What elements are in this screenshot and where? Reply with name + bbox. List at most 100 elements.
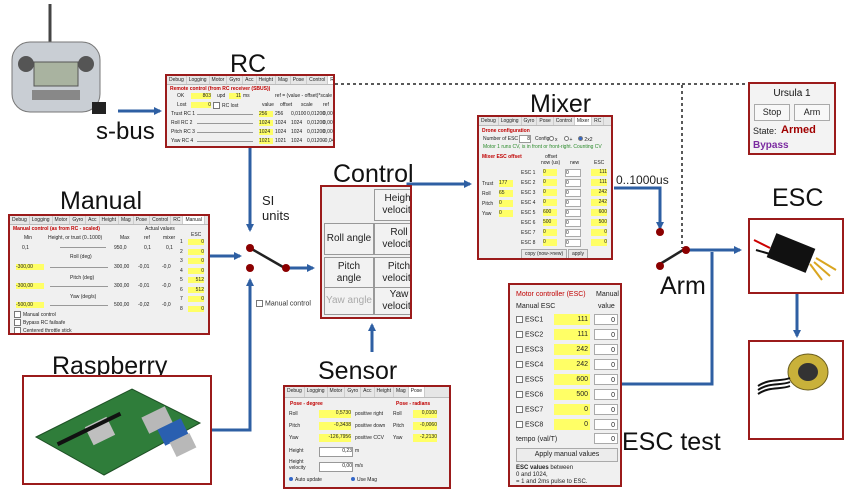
- tab-debug[interactable]: Debug: [10, 216, 30, 224]
- mixer-apply-button[interactable]: apply: [568, 249, 588, 259]
- mixer-esc-new[interactable]: 0: [565, 229, 581, 237]
- tab-logging[interactable]: Logging: [187, 76, 210, 84]
- tab-motor[interactable]: Motor: [210, 76, 228, 84]
- esc-test-manual-input[interactable]: 0: [594, 314, 618, 325]
- esc-test-check[interactable]: ESC3: [516, 346, 543, 353]
- tab-acc[interactable]: Acc: [86, 216, 99, 224]
- tab-logging[interactable]: Logging: [305, 387, 328, 397]
- tab-control[interactable]: Control: [150, 216, 171, 224]
- esc-test-check[interactable]: ESC1: [516, 316, 543, 323]
- rc-channel-slider[interactable]: [197, 123, 253, 124]
- manual-roll-slider[interactable]: [50, 267, 108, 268]
- tab-debug[interactable]: Debug: [167, 76, 187, 84]
- tab-height[interactable]: Height: [257, 76, 276, 84]
- tab-rc[interactable]: RC: [328, 76, 335, 84]
- tab-rc[interactable]: RC: [171, 216, 183, 224]
- esc-test-manual-input[interactable]: 0: [594, 344, 618, 355]
- tab-control[interactable]: Control: [307, 76, 328, 84]
- mixer-esc-new[interactable]: 0: [565, 189, 581, 197]
- tab-pose[interactable]: Pose: [537, 117, 553, 125]
- rc-panel: DebugLoggingMotorGyroAccHeightMagPoseCon…: [165, 74, 335, 148]
- tab-debug[interactable]: Debug: [479, 117, 499, 125]
- tab-logging[interactable]: Logging: [499, 117, 522, 125]
- tab-logging[interactable]: Logging: [30, 216, 53, 224]
- esc-test-check[interactable]: ESC6: [516, 391, 543, 398]
- arrow-control-mixer: [408, 184, 470, 240]
- tab-pose[interactable]: Pose: [291, 76, 307, 84]
- esc-test-check[interactable]: ESC7: [516, 406, 543, 413]
- esc-test-check[interactable]: ESC4: [516, 361, 543, 368]
- tab-mag[interactable]: Mag: [394, 387, 409, 397]
- manual-roll-min[interactable]: -300,00: [16, 264, 44, 270]
- esc-test-check[interactable]: ESC5: [516, 376, 543, 383]
- esc-test-check[interactable]: ESC2: [516, 331, 543, 338]
- tab-acc[interactable]: Acc: [243, 76, 256, 84]
- esc-test-manual-input[interactable]: 0: [594, 329, 618, 340]
- arm-button[interactable]: Arm: [794, 104, 830, 121]
- tab-acc[interactable]: Acc: [361, 387, 374, 397]
- mixer-esc-now: 0: [543, 229, 557, 236]
- tab-gyro[interactable]: Gyro: [70, 216, 86, 224]
- manual-pitch-min[interactable]: -300,00: [16, 283, 44, 289]
- mixer-config-option[interactable]: x: [549, 137, 558, 143]
- apply-manual-button[interactable]: Apply manual values: [516, 448, 618, 462]
- mixer-config-option[interactable]: 2x2: [578, 137, 592, 143]
- manual-yaw-slider[interactable]: [50, 305, 108, 306]
- stop-button[interactable]: Stop: [754, 104, 790, 121]
- esc-test-check[interactable]: ESC8: [516, 421, 543, 428]
- tab-rc[interactable]: RC: [592, 117, 604, 125]
- esc-test-manual-input[interactable]: 0: [594, 374, 618, 385]
- sensor-auto-update[interactable]: Auto update: [289, 477, 322, 483]
- tab-pose[interactable]: Pose: [409, 387, 425, 397]
- tab-motor[interactable]: Motor: [328, 387, 346, 397]
- mixer-esc-new[interactable]: 0: [565, 239, 581, 247]
- sensor-height-value[interactable]: 0,23: [319, 447, 353, 457]
- tab-pose[interactable]: Pose: [134, 216, 150, 224]
- rc-channel-slider[interactable]: [197, 132, 253, 133]
- mixer-config-option[interactable]: +: [564, 137, 573, 143]
- rc-channel-slider[interactable]: [197, 114, 253, 115]
- mixer-num-esc-value[interactable]: 8: [519, 135, 531, 143]
- control-mode-button[interactable]: Yaw velocity: [374, 287, 412, 315]
- tab-gyro[interactable]: Gyro: [345, 387, 361, 397]
- manual-yaw-min[interactable]: -500,00: [16, 302, 44, 308]
- sensor-use-mag[interactable]: Use Mag: [351, 477, 377, 483]
- tab-mag[interactable]: Mag: [119, 216, 134, 224]
- mixer-esc-new[interactable]: 0: [565, 179, 581, 187]
- manual-check-option[interactable]: Centered throttle stick: [14, 327, 72, 335]
- mixer-esc-new[interactable]: 0: [565, 209, 581, 217]
- tempo-input[interactable]: 0: [594, 433, 618, 444]
- control-mode-button[interactable]: Yaw angle: [324, 287, 374, 315]
- control-mode-button[interactable]: Roll velocity: [374, 223, 412, 255]
- tab-mixer[interactable]: Mixer: [575, 117, 592, 125]
- mixer-copy-button[interactable]: copy (now->new): [521, 249, 567, 259]
- tab-gyro[interactable]: Gyro: [227, 76, 243, 84]
- control-mode-button[interactable]: Height velocity: [374, 189, 412, 221]
- tab-gyro[interactable]: Gyro: [522, 117, 538, 125]
- manual-pitch-slider[interactable]: [50, 286, 108, 287]
- sensor-hvel-value[interactable]: 0,00: [319, 462, 353, 472]
- esc-test-manual-input[interactable]: 0: [594, 404, 618, 415]
- rc-lost-check[interactable]: RC lost: [213, 102, 238, 109]
- manual-height-slider[interactable]: [60, 247, 106, 248]
- tab-motor[interactable]: Motor: [53, 216, 71, 224]
- control-mode-button[interactable]: Pitch velocity: [374, 257, 412, 289]
- manual-check-option[interactable]: Manual control: [14, 311, 72, 319]
- mixer-esc-new[interactable]: 0: [565, 219, 581, 227]
- control-mode-button[interactable]: Roll angle: [324, 223, 374, 255]
- esc-test-manual-input[interactable]: 0: [594, 419, 618, 430]
- tab-height[interactable]: Height: [375, 387, 394, 397]
- esc-test-manual-input[interactable]: 0: [594, 359, 618, 370]
- rc-channel-slider[interactable]: [197, 141, 253, 142]
- manual-check-option[interactable]: Bypass RC failsafe: [14, 319, 72, 327]
- tab-control[interactable]: Control: [554, 117, 575, 125]
- mixer-esc-new[interactable]: 0: [565, 169, 581, 177]
- tab-debug[interactable]: Debug: [285, 387, 305, 397]
- mixer-esc-new[interactable]: 0: [565, 199, 581, 207]
- manual-control-check[interactable]: Manual control: [256, 300, 311, 307]
- control-mode-button[interactable]: Pitch angle: [324, 257, 374, 289]
- esc-test-manual-input[interactable]: 0: [594, 389, 618, 400]
- tab-height[interactable]: Height: [100, 216, 119, 224]
- tab-manual[interactable]: Manual: [183, 216, 204, 224]
- tab-mag[interactable]: Mag: [276, 76, 291, 84]
